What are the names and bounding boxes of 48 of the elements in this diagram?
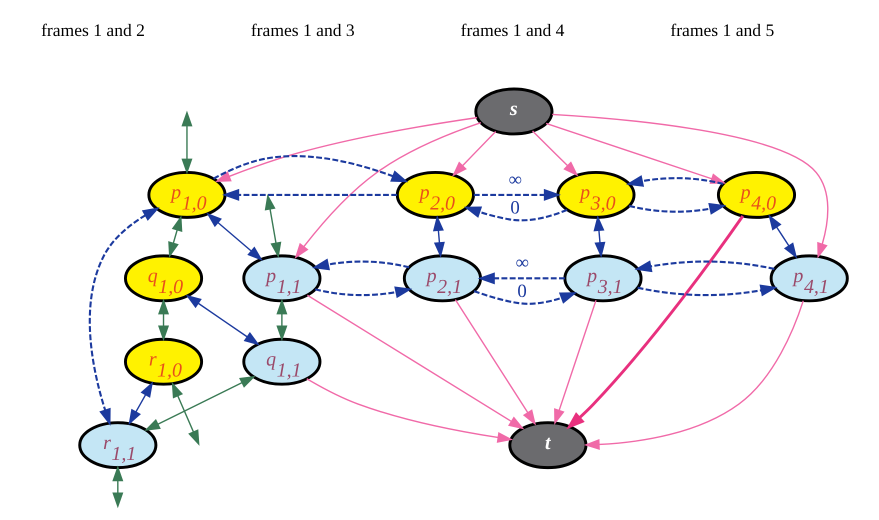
arrow [454, 299, 536, 426]
arrow [112, 466, 124, 508]
arrow [312, 258, 410, 270]
arrow [432, 215, 445, 258]
arrow [637, 284, 778, 296]
arrow [172, 382, 200, 446]
arrow [628, 202, 726, 215]
arrow [306, 378, 514, 443]
arrow [474, 290, 578, 305]
arrow [634, 260, 775, 272]
arrow [593, 215, 606, 258]
arrow [215, 116, 478, 182]
arrow [474, 188, 561, 201]
arrow [222, 188, 398, 201]
arrow [276, 298, 288, 342]
arrow [314, 286, 412, 298]
label: frames 1 and 2 [41, 20, 145, 40]
arrow [464, 206, 568, 222]
edge-label: ∞ [516, 252, 530, 274]
arrow [307, 294, 524, 430]
label: frames 1 and 4 [460, 20, 564, 40]
arrow [181, 110, 192, 174]
arrow [532, 130, 578, 176]
arrow [552, 114, 828, 259]
arrow [478, 272, 565, 284]
arrow [128, 382, 154, 426]
edge-label: ∞ [508, 169, 522, 190]
edge-label: 0 [517, 280, 527, 302]
arrow [186, 294, 260, 346]
arrow [452, 130, 496, 177]
arrow [566, 215, 744, 430]
arrow [206, 212, 263, 261]
arrow [584, 300, 804, 450]
label: frames 1 and 5 [670, 20, 774, 40]
label: frames 1 and 3 [250, 20, 355, 40]
arrow [158, 298, 170, 342]
arrow [213, 155, 408, 182]
arrow [264, 194, 282, 258]
edge-label: 0 [510, 197, 520, 218]
arrow [554, 300, 597, 425]
node-ellipse: s [474, 88, 554, 136]
arrow [294, 122, 482, 259]
arrow [768, 214, 798, 259]
arrow [168, 215, 182, 258]
arrow [144, 376, 256, 431]
arrow [88, 207, 160, 426]
arrow [626, 175, 724, 187]
node-ellipse: t [508, 421, 588, 470]
